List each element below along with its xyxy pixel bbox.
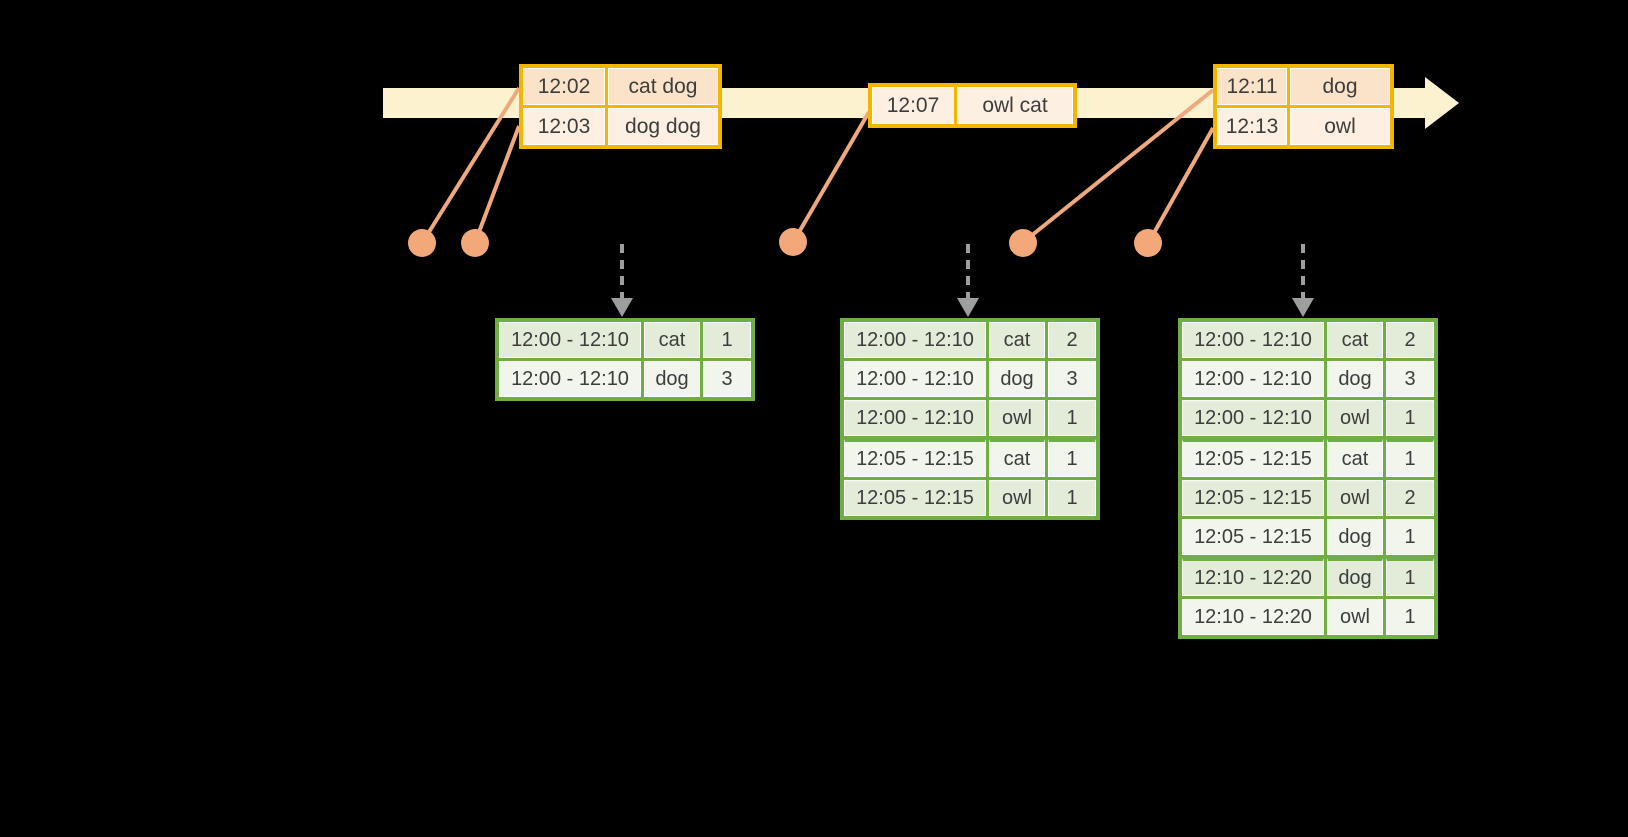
table-cell: cat [1327, 439, 1383, 477]
table-cell: 12:05 - 12:15 [1182, 480, 1324, 516]
table-cell: dog [644, 361, 700, 397]
table-cell: owl [989, 480, 1045, 516]
table-cell: 12:00 - 12:10 [844, 400, 986, 436]
table-cell: 2 [1386, 322, 1434, 358]
table-cell: dog [1327, 519, 1383, 555]
table-cell: 1 [1048, 480, 1096, 516]
table-cell: 12:00 - 12:10 [1182, 361, 1324, 397]
table-cell: owl [1327, 480, 1383, 516]
table-cell: 3 [1048, 361, 1096, 397]
table-cell: cat [989, 439, 1045, 477]
table-cell: 12:05 - 12:15 [1182, 439, 1324, 477]
table-cell: owl [989, 400, 1045, 436]
table-cell: 12:00 - 12:10 [499, 322, 641, 358]
event-connector-line [422, 86, 521, 242]
event-time-dot [408, 229, 436, 257]
event-time-dot [779, 228, 807, 256]
table-cell: 12:00 - 12:10 [499, 361, 641, 397]
table-cell: 12:07 [872, 87, 954, 124]
table-cell: 1 [1386, 519, 1434, 555]
table-cell: dog dog [608, 108, 718, 145]
table-cell: 1 [1048, 439, 1096, 477]
table-cell: 12:13 [1217, 108, 1287, 145]
event-connector-line [1148, 127, 1215, 241]
event-time-dot [461, 229, 489, 257]
table-cell: dog [989, 361, 1045, 397]
table-cell: owl [1327, 599, 1383, 635]
table-cell: owl cat [957, 87, 1073, 124]
table-cell: 3 [703, 361, 751, 397]
trigger-arrowhead-icon [1292, 298, 1314, 317]
table-cell: 2 [1386, 480, 1434, 516]
table-cell: cat [1327, 322, 1383, 358]
table-cell: 12:00 - 12:10 [1182, 400, 1324, 436]
event-time-dot [1134, 229, 1162, 257]
event-time-dot [1009, 229, 1037, 257]
table-cell: 12:00 - 12:10 [844, 361, 986, 397]
table-cell: 1 [1386, 558, 1434, 596]
table-cell: cat [989, 322, 1045, 358]
table-cell: 1 [1386, 439, 1434, 477]
trigger-arrowhead-icon [611, 298, 633, 317]
table-cell: 12:03 [523, 108, 605, 145]
table-cell: 12:10 - 12:20 [1182, 558, 1324, 596]
table-cell: 3 [1386, 361, 1434, 397]
table-cell: 12:05 - 12:15 [1182, 519, 1324, 555]
table-cell: owl [1290, 108, 1390, 145]
table-cell: cat [644, 322, 700, 358]
table-cell: 12:00 - 12:10 [1182, 322, 1324, 358]
timeline-arrowhead-icon [1425, 77, 1459, 129]
event-connector-line [793, 110, 871, 241]
table-cell: cat dog [608, 68, 718, 105]
trigger-arrowhead-icon [957, 298, 979, 317]
table-cell: 1 [1386, 400, 1434, 436]
event-connector-line [1024, 88, 1215, 242]
table-cell: 12:02 [523, 68, 605, 105]
table-cell: 1 [1386, 599, 1434, 635]
table-cell: 12:05 - 12:15 [844, 439, 986, 477]
table-cell: 12:11 [1217, 68, 1287, 105]
table-cell: owl [1327, 400, 1383, 436]
table-cell: dog [1327, 558, 1383, 596]
table-cell: 1 [1048, 400, 1096, 436]
table-cell: 12:05 - 12:15 [844, 480, 986, 516]
event-connector-line [474, 125, 521, 241]
table-cell: dog [1290, 68, 1390, 105]
table-cell: 12:10 - 12:20 [1182, 599, 1324, 635]
table-cell: 1 [703, 322, 751, 358]
table-cell: dog [1327, 361, 1383, 397]
table-cell: 12:00 - 12:10 [844, 322, 986, 358]
table-cell: 2 [1048, 322, 1096, 358]
